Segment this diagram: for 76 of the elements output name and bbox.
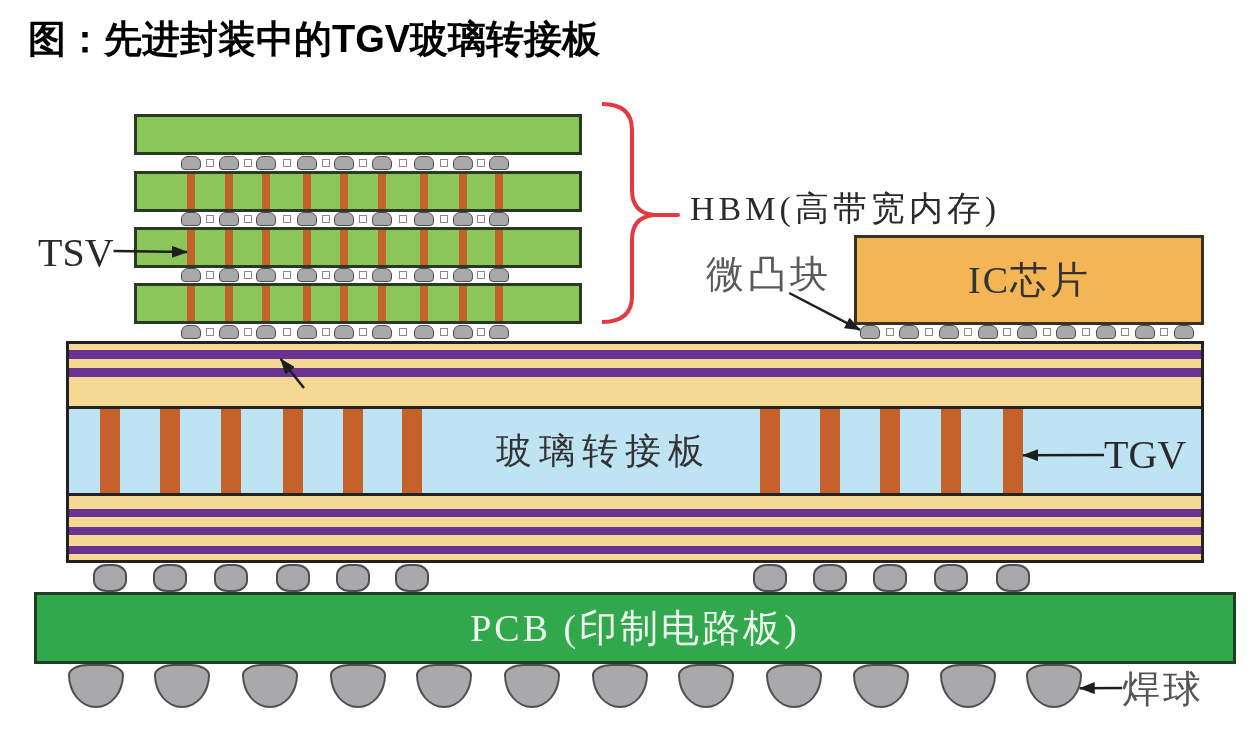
micro-bump	[334, 268, 354, 282]
micro-bump	[414, 325, 434, 339]
memory-die	[134, 227, 582, 268]
memory-die	[134, 283, 582, 324]
tgv-via	[283, 409, 303, 493]
micro-bump	[899, 325, 920, 339]
micro-bump	[181, 212, 201, 226]
tgv-via	[221, 409, 241, 493]
micro-bump	[453, 212, 473, 226]
micro-bump	[489, 212, 509, 226]
stack-label: HBM(高带宽内存)	[690, 192, 1001, 226]
tgv-via	[402, 409, 422, 493]
leader-arrow	[1078, 682, 1122, 695]
micro-bump	[414, 212, 434, 226]
micro-bump	[256, 325, 276, 339]
tgv-via	[941, 409, 961, 493]
micro-bump	[977, 325, 998, 339]
micro-bump	[414, 268, 434, 282]
micro-bump	[181, 325, 201, 339]
micro-bump	[219, 156, 239, 170]
micro-bump	[453, 156, 473, 170]
tgv-via	[820, 409, 840, 493]
micro-bump	[297, 212, 317, 226]
micro-bump	[256, 268, 276, 282]
callout-label: 微凸块	[706, 255, 832, 293]
callout-label: TGV	[1104, 435, 1187, 475]
micro-bump	[181, 156, 201, 170]
micro-bump	[372, 268, 392, 282]
micro-bump	[489, 156, 509, 170]
micro-bump	[372, 212, 392, 226]
micro-bump	[938, 325, 959, 339]
micro-bump	[1095, 325, 1116, 339]
pcb-board: PCB (印制电路板)	[34, 592, 1236, 664]
tsv-via	[187, 230, 195, 265]
micro-bump	[489, 268, 509, 282]
micro-bump	[219, 212, 239, 226]
micro-bump	[372, 156, 392, 170]
micro-bump	[453, 325, 473, 339]
micro-bump	[334, 325, 354, 339]
micro-bump	[297, 325, 317, 339]
tgv-via	[760, 409, 780, 493]
memory-die	[134, 114, 582, 155]
tgv-via	[880, 409, 900, 493]
micro-bump	[860, 325, 880, 339]
micro-bump	[181, 268, 201, 282]
callout-label: 焊球	[1122, 670, 1204, 708]
tgv-via	[1003, 409, 1023, 493]
tgv-via	[100, 409, 120, 493]
micro-bump	[256, 212, 276, 226]
tgv-via	[343, 409, 363, 493]
micro-bump	[334, 212, 354, 226]
title: 图：先进封装中的TGV玻璃转接板	[28, 19, 601, 61]
leader-arrow	[113, 245, 188, 258]
micro-bump	[453, 268, 473, 282]
micro-bump	[256, 156, 276, 170]
glass-interposer	[66, 406, 1204, 496]
memory-die	[134, 171, 582, 212]
tgv-via	[160, 409, 180, 493]
micro-bump	[372, 325, 392, 339]
micro-bump	[1134, 325, 1155, 339]
callout-label: TSV	[38, 233, 114, 273]
micro-bump	[219, 268, 239, 282]
micro-bump	[297, 268, 317, 282]
layer-label: 玻璃转接板	[496, 433, 711, 469]
micro-bump	[1056, 325, 1077, 339]
micro-bump	[1174, 325, 1194, 339]
micro-bump	[219, 325, 239, 339]
micro-bump	[1017, 325, 1037, 339]
leader-arrow	[788, 291, 861, 331]
ic-chip: IC芯片	[854, 235, 1204, 325]
leader-arrow	[1022, 449, 1104, 462]
micro-bump	[297, 156, 317, 170]
micro-bump	[334, 156, 354, 170]
micro-bump	[489, 325, 509, 339]
micro-bump	[414, 156, 434, 170]
leader-arrow	[279, 358, 305, 389]
